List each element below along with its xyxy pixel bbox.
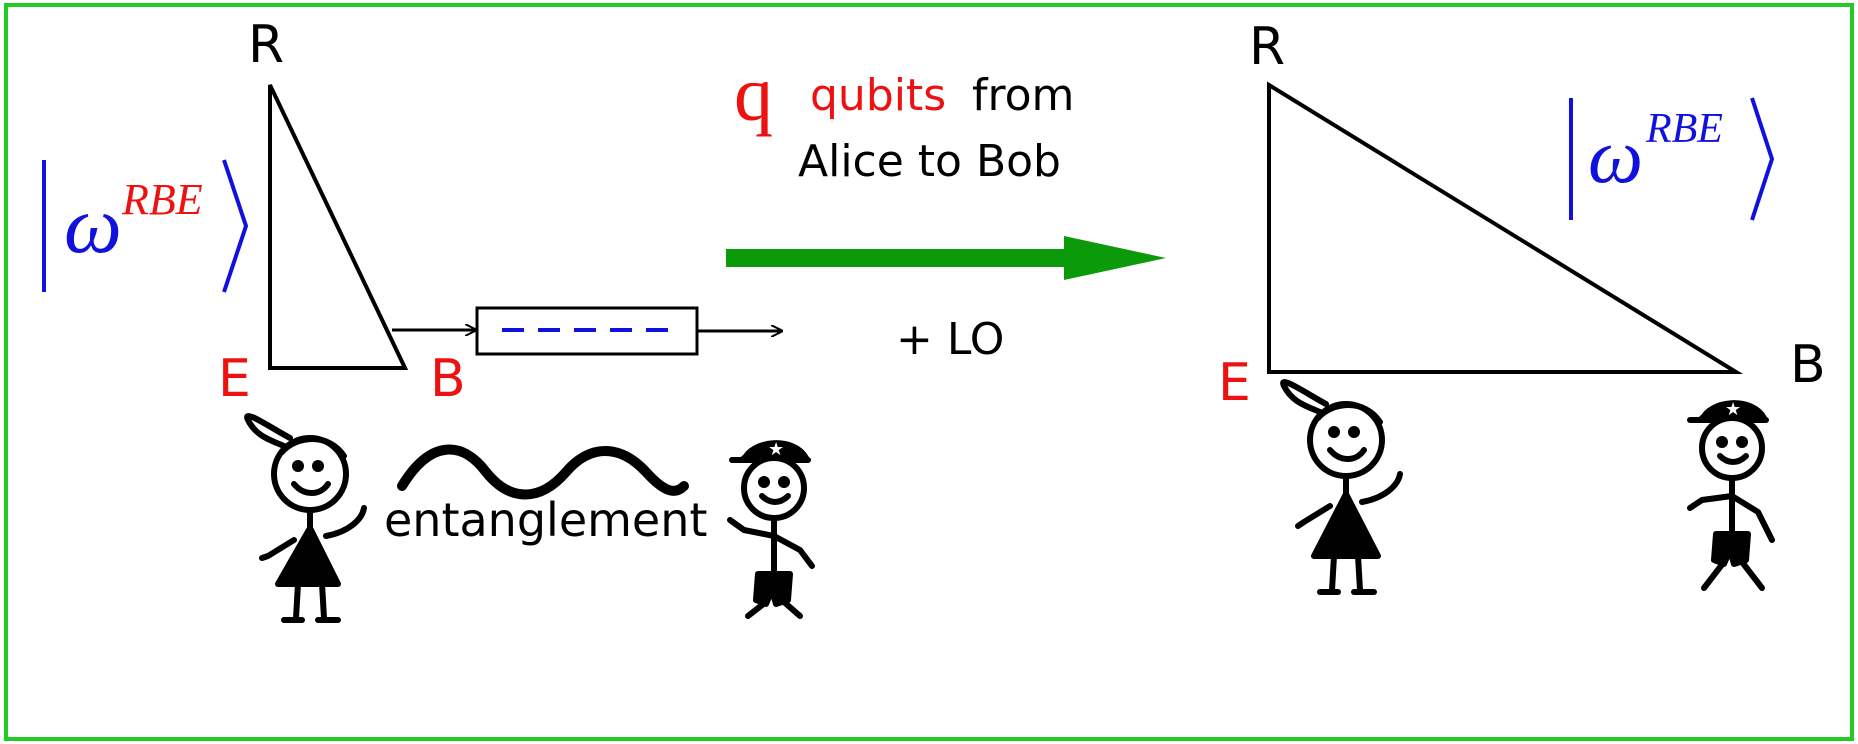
plus-lo-label: + LO — [896, 314, 1004, 365]
left-vertex-e: E — [218, 349, 251, 409]
ket-right-angle — [222, 159, 249, 293]
right-ket: ω RBE — [1569, 97, 1775, 221]
from-word: from — [972, 70, 1074, 121]
right-vertex-r: R — [1249, 17, 1285, 77]
entanglement-wave — [397, 444, 689, 500]
transfer-line2: Alice to Bob — [798, 136, 1061, 187]
right-vertex-e: E — [1218, 353, 1251, 413]
left-triangle — [268, 84, 409, 370]
left-ket-omega: ω — [64, 179, 122, 270]
ket-right-angle — [1750, 97, 1775, 221]
left-vertex-b: B — [430, 349, 466, 409]
qubits-word: qubits — [810, 70, 946, 121]
right-ket-superscript: RBE — [1645, 106, 1723, 152]
star-icon: ★ — [1725, 399, 1741, 420]
left-ket-superscript: RBE — [121, 175, 203, 224]
qubit-count-symbol: q — [734, 50, 773, 137]
bob-figure-right — [1687, 400, 1775, 591]
left-ket: ω RBE — [42, 159, 249, 293]
alice-figure-right — [1280, 379, 1403, 595]
alice-figure-left — [244, 413, 367, 623]
right-triangle — [1267, 81, 1744, 374]
green-frame — [4, 3, 1854, 741]
transfer-arrow-head — [1064, 236, 1166, 280]
bob-figure-left — [727, 440, 815, 619]
transfer-caption: q qubits from Alice to Bob — [734, 50, 1074, 187]
star-icon: ★ — [768, 439, 784, 460]
entanglement-label: entanglement — [384, 493, 707, 547]
right-ket-omega: ω — [1588, 112, 1643, 199]
right-vertex-b: B — [1790, 335, 1826, 395]
left-vertex-r: R — [248, 15, 284, 75]
